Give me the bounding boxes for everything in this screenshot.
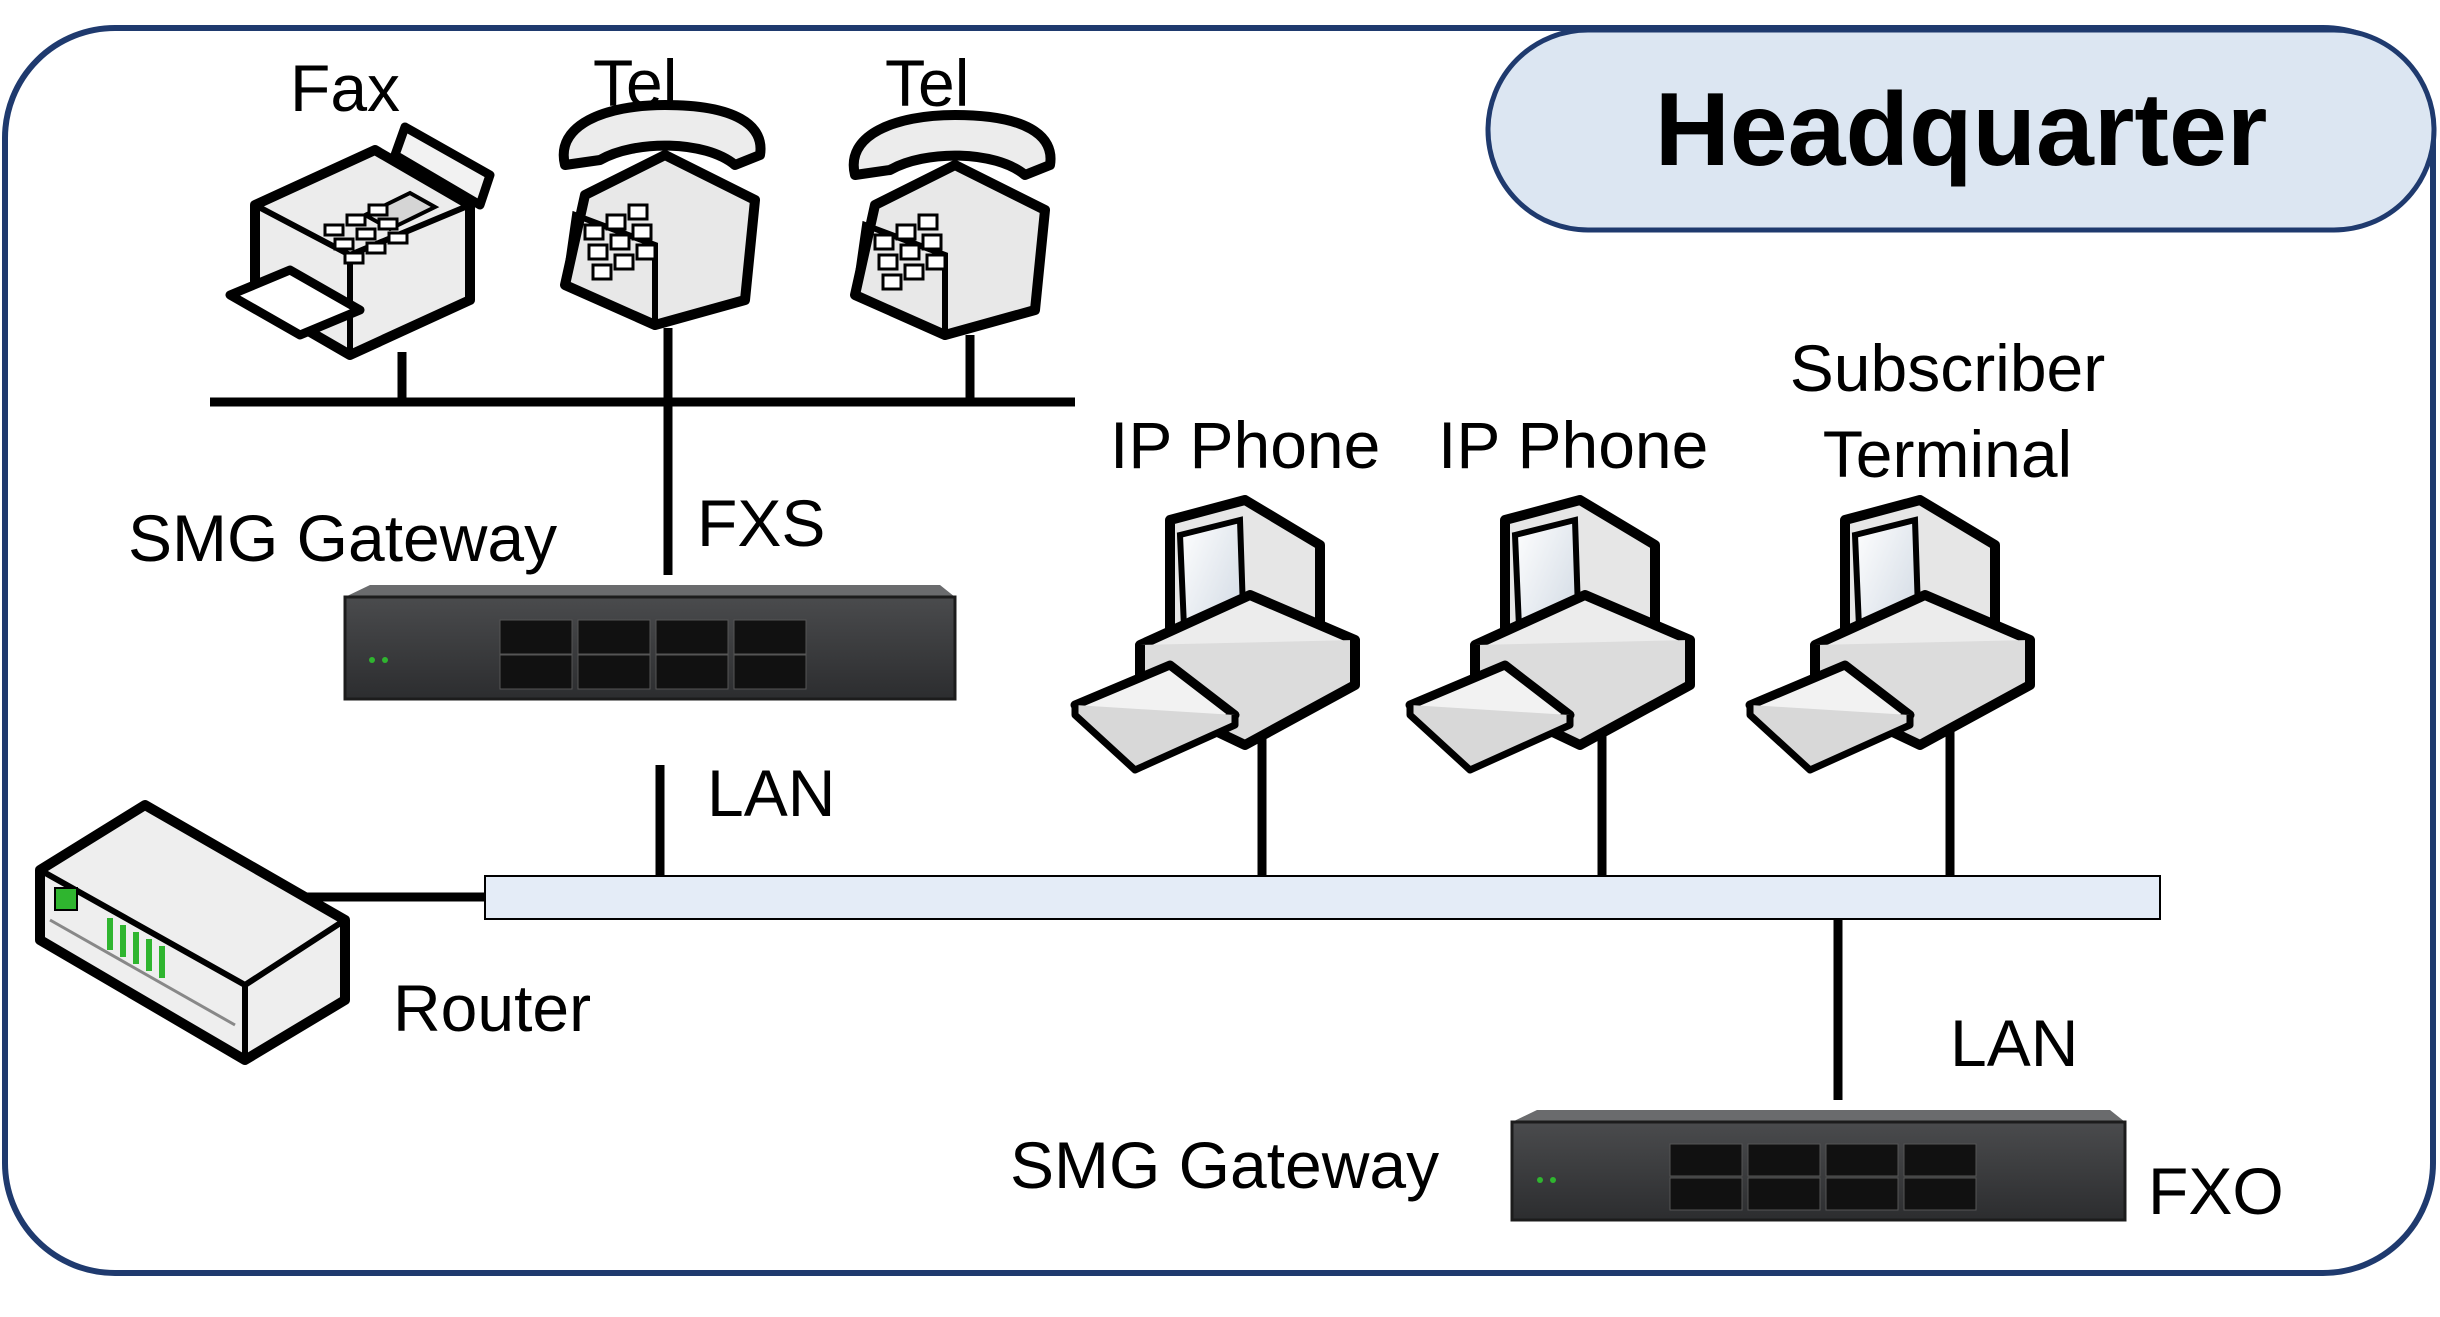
label-tel-1: Tel <box>593 46 678 120</box>
smg-gateway-top-device <box>343 585 957 701</box>
label-router: Router <box>393 971 592 1045</box>
router-icon <box>35 800 350 1065</box>
tel-icon-2 <box>848 110 1056 340</box>
subscriber-terminal-computer-icon <box>1745 495 2035 774</box>
label-ip-phone-1: IP Phone <box>1110 408 1381 482</box>
label-subscriber-terminal-line1: Subscriber <box>1789 331 2106 405</box>
tel-icon-1 <box>558 100 766 330</box>
lan-bus <box>484 875 2161 920</box>
smg-gateway-bottom-device <box>1510 1110 2127 1222</box>
label-fxs: FXS <box>697 486 826 560</box>
ip-phone-2-computer-icon <box>1405 495 1695 774</box>
label-ip-phone-2: IP Phone <box>1438 408 1709 482</box>
title-bubble <box>1485 27 2437 233</box>
label-fxo: FXO <box>2148 1154 2284 1228</box>
fax-icon <box>225 122 495 360</box>
label-lan-top: LAN <box>707 756 836 830</box>
label-subscriber-terminal-line2: Terminal <box>1822 417 2073 491</box>
ip-phone-1-computer-icon <box>1070 495 1360 774</box>
label-lan-bottom: LAN <box>1950 1006 2079 1080</box>
label-smg-gateway-top: SMG Gateway <box>128 501 558 575</box>
diagram-title: Headquarter <box>1654 71 2268 188</box>
label-smg-gateway-bottom: SMG Gateway <box>1010 1128 1440 1202</box>
label-tel-2: Tel <box>885 46 970 120</box>
label-fax: Fax <box>290 51 401 125</box>
